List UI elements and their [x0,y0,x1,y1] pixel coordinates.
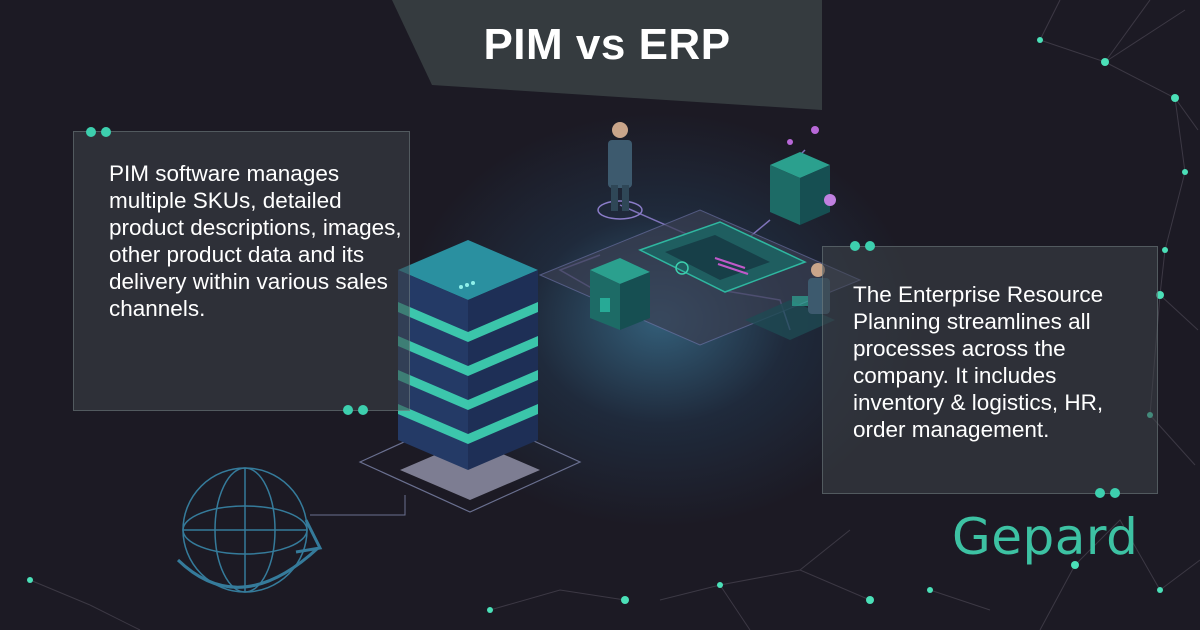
page-title: PIM vs ERP [483,20,731,69]
erp-description: The Enterprise Resource Planning streaml… [853,282,1104,442]
pim-info-card: PIM software manages multiple SKUs, deta… [73,131,410,411]
dot [101,127,111,137]
title-banner [392,0,822,110]
dot [1095,488,1105,498]
card-dots-bottom-left [343,405,368,415]
card-dots-top-right [850,241,875,251]
erp-info-card: The Enterprise Resource Planning streaml… [822,246,1158,494]
brand-dots [1095,488,1120,498]
dot [1110,488,1120,498]
card-dots-top-left [86,127,111,137]
dot [343,405,353,415]
dot [850,241,860,251]
dot [86,127,96,137]
brand-logo: Gepard [952,508,1139,566]
dot [865,241,875,251]
dot [358,405,368,415]
pim-description: PIM software manages multiple SKUs, deta… [109,161,402,321]
